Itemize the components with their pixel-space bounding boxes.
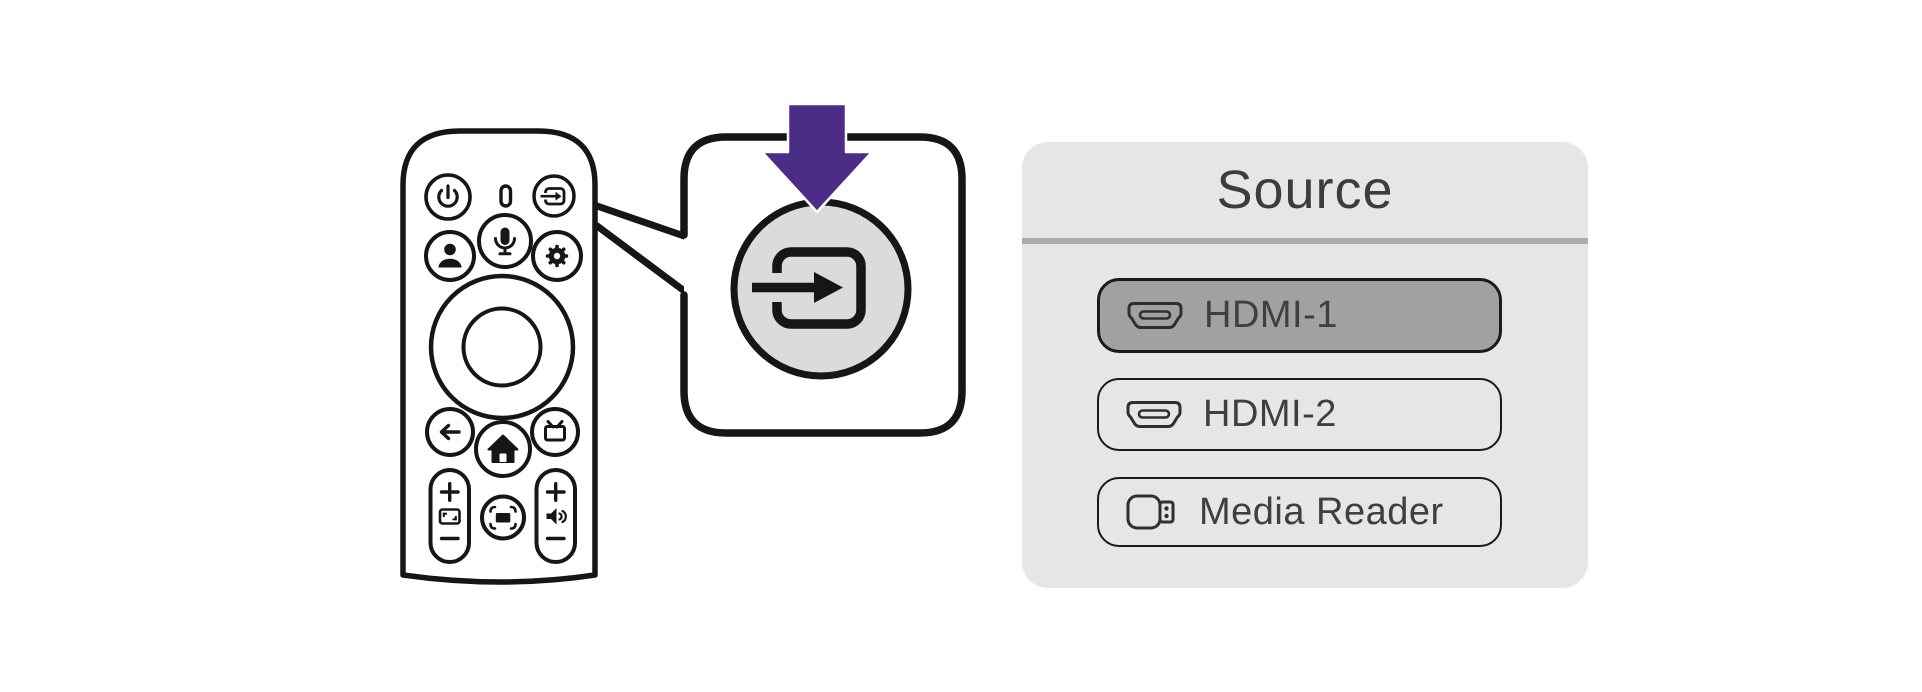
source-item-hdmi-2[interactable]: HDMI-2 (1097, 378, 1502, 451)
source-item-label: HDMI-1 (1204, 294, 1338, 336)
remote-mic-button (477, 213, 533, 269)
plus-icon (545, 482, 566, 502)
source-menu-panel: Source HDMI-1 HDMI-2 Media Rea (1022, 142, 1588, 588)
source-item-label: HDMI-2 (1203, 393, 1337, 435)
remote-settings-button (531, 230, 583, 282)
remote-live-tv-button (530, 407, 580, 457)
source-item-media-reader[interactable]: Media Reader (1097, 477, 1502, 547)
remote-dpad (428, 273, 576, 421)
source-menu-divider (1022, 238, 1588, 244)
speaker-icon (546, 508, 567, 525)
callout-source-button (730, 198, 912, 380)
input-source-icon (540, 187, 566, 206)
hdmi-icon (1126, 400, 1182, 428)
remote-focus-button (480, 494, 526, 541)
back-arrow-icon (439, 423, 461, 441)
microphone-icon (494, 227, 516, 256)
dpad-ok-button (461, 306, 543, 388)
home-icon (487, 434, 519, 463)
source-menu-header: Source (1022, 142, 1588, 238)
source-item-label: Media Reader (1199, 490, 1444, 533)
gear-icon (545, 244, 569, 268)
source-item-hdmi-1[interactable]: HDMI-1 (1097, 278, 1502, 353)
remote-home-button (474, 420, 532, 478)
remote-input-source-button (532, 174, 576, 218)
remote-back-button (425, 407, 475, 457)
focus-icon (489, 505, 517, 530)
remote-channel-rocker (428, 468, 471, 564)
usb-drive-icon (1126, 494, 1175, 530)
tv-icon (544, 420, 566, 442)
power-icon (437, 184, 459, 208)
plus-icon (439, 482, 460, 502)
remote-power-button (424, 173, 472, 221)
remote-callout-illustration (400, 102, 966, 585)
hdmi-icon (1127, 301, 1183, 329)
remote-body (400, 128, 598, 585)
remote-volume-rocker (534, 468, 577, 564)
picture-mode-icon (438, 508, 461, 525)
person-icon (438, 243, 462, 268)
source-menu-title: Source (1216, 160, 1394, 220)
led-indicator (499, 184, 513, 208)
input-source-icon-large (752, 247, 866, 329)
remote-account-button (424, 230, 476, 282)
press-arrow-icon (760, 102, 874, 214)
